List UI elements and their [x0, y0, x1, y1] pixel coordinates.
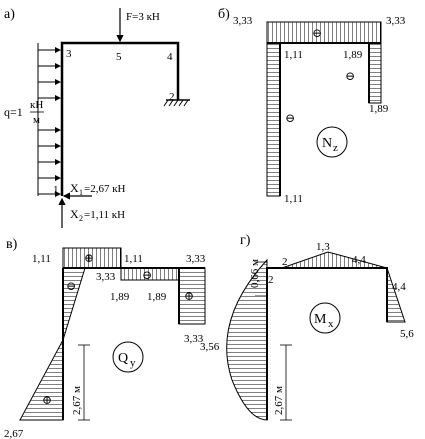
- mx-value-left-max: 3,56: [200, 341, 220, 353]
- reaction-x1-symbol: X: [70, 181, 79, 195]
- panel-b-label: б): [218, 7, 230, 22]
- panel-b: б) 3,33 3,33 1,11 1,89 1,89 1,11 ⊖ ⊖ ⊖ N…: [218, 7, 406, 205]
- nz-top-beam-area: [266, 21, 382, 44]
- load-q-label: q=1: [4, 105, 23, 119]
- mx-frame-axis: [266, 267, 388, 420]
- qy-sign-mid: ⊖: [142, 268, 152, 282]
- nz-name: N: [322, 136, 332, 151]
- qy-value-top-left: 1,11: [32, 253, 51, 265]
- qy-name-circle: [112, 341, 144, 373]
- panel-a: а) q=1 кН м F=3 кН: [4, 7, 190, 228]
- panel-c-label: в): [6, 237, 18, 252]
- qy-value-mid-left: 1,89: [110, 291, 130, 303]
- mx-value-col-top: 2: [268, 274, 274, 286]
- qy-sign-right: ⊕: [184, 289, 194, 303]
- frame-a: [60, 41, 180, 196]
- node-3-label: 3: [66, 48, 72, 60]
- mx-value-right-bottom: 5,6: [400, 328, 414, 340]
- nz-value-right-col-bottom: 1,89: [369, 103, 389, 115]
- qy-name: Q: [118, 351, 128, 366]
- qy-value-top-mid: 1,11: [124, 253, 143, 265]
- qy-sign-left-minus: ⊖: [66, 279, 76, 293]
- reaction-x1-sub: 1: [79, 188, 83, 197]
- nz-sign-left: ⊖: [285, 111, 295, 125]
- mx-name: M: [314, 312, 327, 327]
- mx-right-area: [386, 267, 406, 323]
- qy-value-mid-right: 1,89: [147, 291, 167, 303]
- qy-left-plus-area: [19, 339, 64, 421]
- qy-value-bottom: 2,67: [4, 428, 24, 439]
- node-5-label: 5: [116, 51, 122, 63]
- nz-value-col-top: 1,11: [284, 49, 303, 61]
- nz-left-column-area: [266, 42, 281, 197]
- qy-value-right-top: 3,33: [186, 253, 206, 265]
- nz-name-sub: z: [333, 142, 338, 154]
- qy-dimension-label: 2,67 м: [71, 386, 83, 415]
- mx-dimension-top: 0,66 м: [249, 259, 261, 288]
- qy-value-beam: 3,33: [96, 271, 116, 283]
- load-q-arrows: [38, 47, 61, 197]
- nz-value-right-top: 3,33: [386, 15, 406, 27]
- mx-value-peak: 1,3: [316, 241, 330, 253]
- nz-value-col-bottom: 1,11: [284, 193, 303, 205]
- nz-right-column-area: [368, 42, 382, 104]
- node-4-label: 4: [167, 51, 173, 63]
- reaction-x2-value: =1,11 кН: [84, 209, 125, 221]
- nz-name-circle: [316, 126, 348, 158]
- mx-left-area: [226, 258, 268, 421]
- nz-value-left-top: 3,33: [233, 15, 253, 27]
- node-2-label: 2: [169, 91, 175, 103]
- reaction-x1-value: =2,67 кН: [84, 183, 126, 195]
- support-hatch: [163, 99, 189, 107]
- panel-d-label: г): [240, 233, 251, 248]
- node-1-label: 1: [53, 184, 59, 196]
- mx-name-sub: x: [328, 318, 334, 330]
- mx-value-left-top: 2: [282, 256, 288, 268]
- reaction-x2-symbol: X: [70, 207, 79, 221]
- panel-a-label: а): [4, 7, 15, 22]
- reaction-x2-sub: 2: [79, 214, 83, 223]
- qy-value-right-bottom: 3,33: [184, 333, 204, 345]
- force-f-label: F=3 кН: [126, 11, 160, 23]
- nz-sign-right: ⊖: [345, 69, 355, 83]
- mx-dimension-label: 2,67 м: [273, 386, 285, 415]
- mx-top-area: [267, 251, 388, 269]
- nz-value-right-col-top: 1,89: [343, 49, 363, 61]
- nz-sign-top: ⊖: [312, 26, 322, 40]
- qy-sign-left-plus: ⊕: [42, 393, 52, 407]
- mx-value-right-col: 4,4: [392, 281, 406, 293]
- panel-c: в) 1,11 1,11 3,33 3,33 1,89 1,89 3,33 2,…: [4, 237, 206, 439]
- load-q-unit-num: кН: [30, 99, 43, 111]
- panel-d: г) 1,3 2 4,4 0,66 м 2 4,4 3,56 5,6 2,67 …: [200, 233, 414, 421]
- load-q-unit-den: м: [33, 114, 40, 126]
- mx-value-right-top: 4,4: [352, 254, 366, 266]
- qy-sign-top: ⊕: [84, 251, 94, 265]
- qy-name-sub: y: [130, 357, 136, 369]
- qy-left-minus-area: [62, 267, 86, 341]
- mx-name-circle: [309, 302, 341, 334]
